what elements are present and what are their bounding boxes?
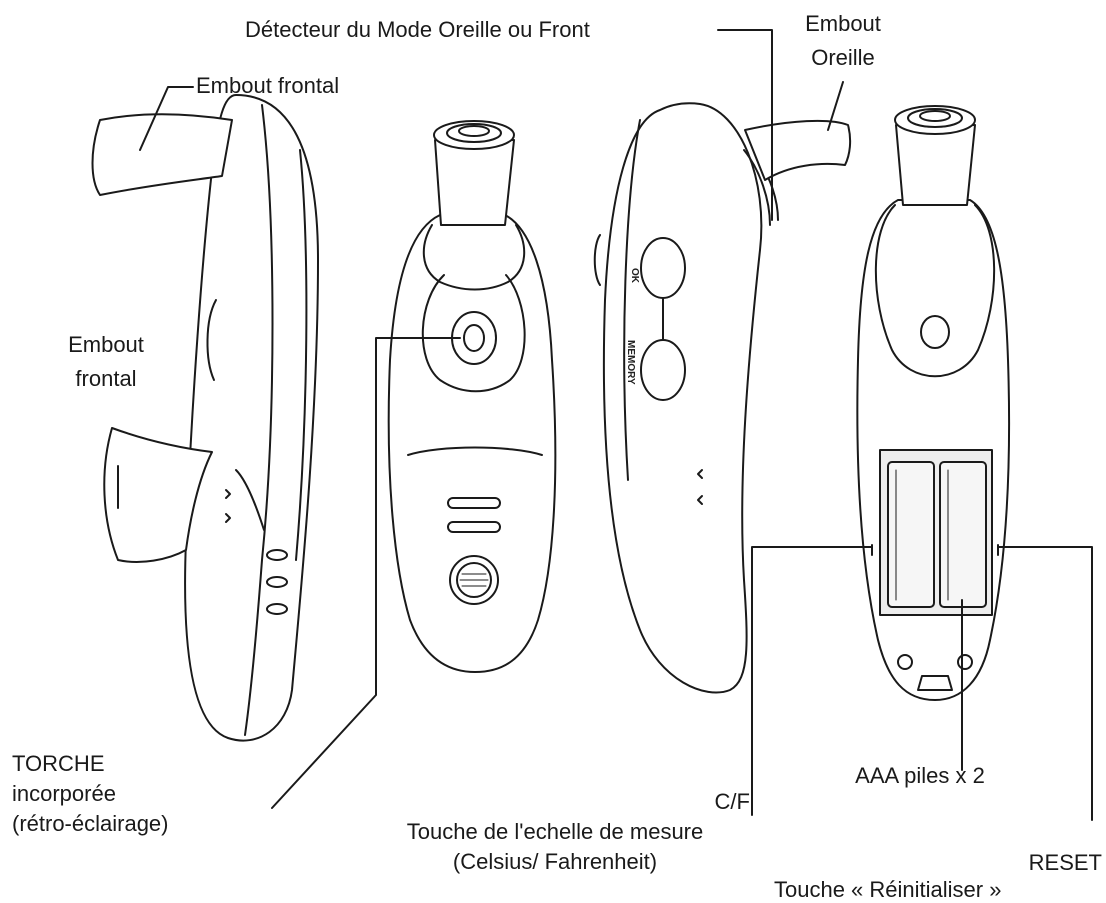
label-forehead-tip-side-line2: frontal [75,366,137,391]
leader-forehead-tip-top [139,86,194,151]
label-torch-line1: TORCHE [12,751,105,776]
label-reset-line1: RESET [1028,850,1102,875]
label-ear-tip-line2: Oreille [811,45,875,70]
device-front-view [387,120,557,673]
forehead-tip-top [91,113,233,196]
label-forehead-tip-side-line1: Embout [68,332,144,357]
device-back-view [856,105,1011,701]
leader-lines [139,29,1093,821]
leader-cf [751,546,873,816]
label-ear-tip-line1: Embout [805,11,881,36]
ear-tip [744,119,852,181]
label-cf-line3: (Celsius/ Fahrenheit) [452,849,658,874]
label-batteries: AAA piles x 2 [855,763,985,788]
leader-mode-detector [717,29,773,221]
label-cf-line1: C/F [714,789,750,814]
device-side-view-left [184,94,319,742]
leader-reset [997,546,1093,821]
label-mode-detector: Détecteur du Mode Oreille ou Front [245,17,590,42]
memory-button-label: MEMORY [625,340,636,385]
leader-torch [271,337,461,809]
label-torch-line3: (rétro-éclairage) [12,811,169,836]
device-side-view-right: OK MEMORY [593,102,779,694]
ok-button-label: OK [629,268,640,284]
forehead-tip-detached [103,427,213,563]
label-cf-line2: Touche de l'echelle de mesure [406,819,704,844]
leader-ear-tip [827,81,844,131]
label-torch-line2: incorporée [12,781,116,806]
label-forehead-tip-top: Embout frontal [196,73,340,98]
